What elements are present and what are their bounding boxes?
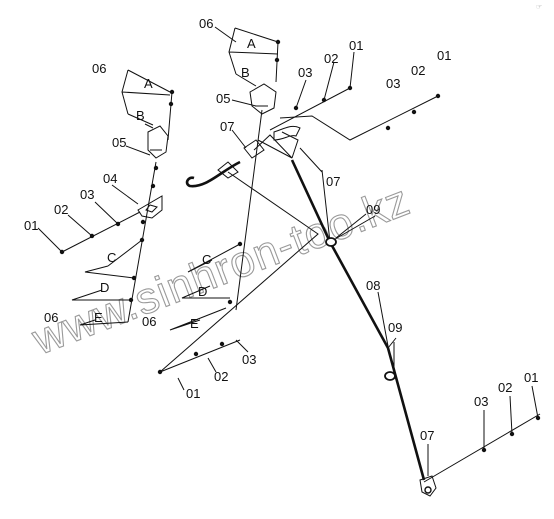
label-e: E [190, 316, 199, 331]
label-07: 07 [420, 428, 434, 443]
label-b: B [241, 65, 250, 80]
left-harness [37, 69, 173, 326]
label-06: 06 [92, 61, 106, 76]
left-harness-dots [59, 89, 175, 303]
label-a: A [144, 76, 153, 91]
corner-mark: ☞ [536, 3, 542, 11]
label-02: 02 [411, 63, 425, 78]
label-01: 01 [437, 48, 451, 63]
label-01: 01 [349, 38, 363, 53]
label-03: 03 [80, 187, 94, 202]
label-04: 04 [103, 171, 117, 186]
label-03: 03 [386, 76, 400, 91]
label-02: 02 [324, 51, 338, 66]
label-03: 03 [242, 352, 256, 367]
label-b: B [136, 108, 145, 123]
label-06: 06 [142, 314, 156, 329]
label-c: C [202, 252, 211, 267]
bottom-right-harness [419, 385, 541, 497]
label-01: 01 [524, 370, 538, 385]
main-cable [273, 125, 426, 481]
label-e: E [94, 310, 103, 325]
label-02: 02 [54, 202, 68, 217]
label-01: 01 [24, 218, 38, 233]
labels: 06 A B 01 02 03 05 07 01 02 03 07 06 A B… [24, 16, 538, 443]
label-d: D [198, 284, 207, 299]
label-08: 08 [366, 278, 380, 293]
label-02: 02 [214, 369, 228, 384]
label-06: 06 [199, 16, 213, 31]
bottom-right-dots [481, 415, 541, 453]
label-05: 05 [112, 135, 126, 150]
watermark: www.sinhron-too.kz [25, 175, 416, 364]
label-07: 07 [326, 174, 340, 189]
label-05: 05 [216, 91, 230, 106]
label-02: 02 [498, 380, 512, 395]
label-09: 09 [388, 320, 402, 335]
label-03: 03 [474, 394, 488, 409]
label-01: 01 [186, 386, 200, 401]
label-c: C [107, 250, 116, 265]
label-09: 09 [366, 202, 380, 217]
center-harness-dots [157, 39, 441, 375]
label-d: D [100, 280, 109, 295]
label-a: A [247, 36, 256, 51]
label-07: 07 [220, 119, 234, 134]
label-06: 06 [44, 310, 58, 325]
label-03: 03 [298, 65, 312, 80]
